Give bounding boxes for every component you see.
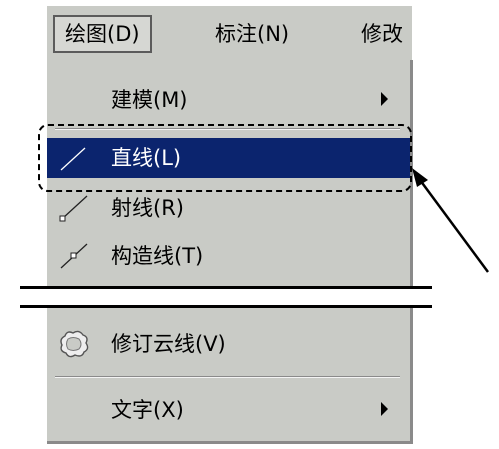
break-line-bottom [20,305,432,308]
menu-item-construction-line[interactable]: 构造线(T) [47,236,410,276]
construction-line-icon [60,243,88,269]
menu-item-label: 射线(R) [111,196,184,220]
submenu-arrow-icon [381,92,388,106]
menu-separator [55,128,400,130]
ray-icon [59,195,88,222]
menu-bar: 绘图(D) 标注(N) 修改 [47,6,412,60]
break-line-top [20,286,432,289]
menu-item-label: 文字(X) [111,398,184,422]
menu-item-text[interactable]: 文字(X) [47,390,410,430]
menu-item-label: 构造线(T) [111,244,204,268]
menu-separator [55,376,400,378]
menu-item-label: 建模(M) [111,88,188,112]
highlight-dashed-box [38,124,412,192]
menubar-item-draw[interactable]: 绘图(D) [53,15,152,53]
menu-item-revcloud[interactable]: 修订云线(V) [47,324,410,364]
menubar-item-dimension[interactable]: 标注(N) [215,22,290,46]
menu-item-label: 直线(L) [111,146,182,170]
omitted-section-gap [20,289,432,307]
submenu-arrow-icon [381,402,388,416]
menu-item-label: 修订云线(V) [111,332,226,356]
menubar-item-modify[interactable]: 修改 [361,22,403,46]
revcloud-icon [60,330,89,358]
menu-item-line[interactable]: 直线(L) [47,138,410,178]
menu-item-modeling[interactable]: 建模(M) [47,80,410,120]
line-icon [60,147,86,171]
menu-item-ray[interactable]: 射线(R) [47,188,410,228]
